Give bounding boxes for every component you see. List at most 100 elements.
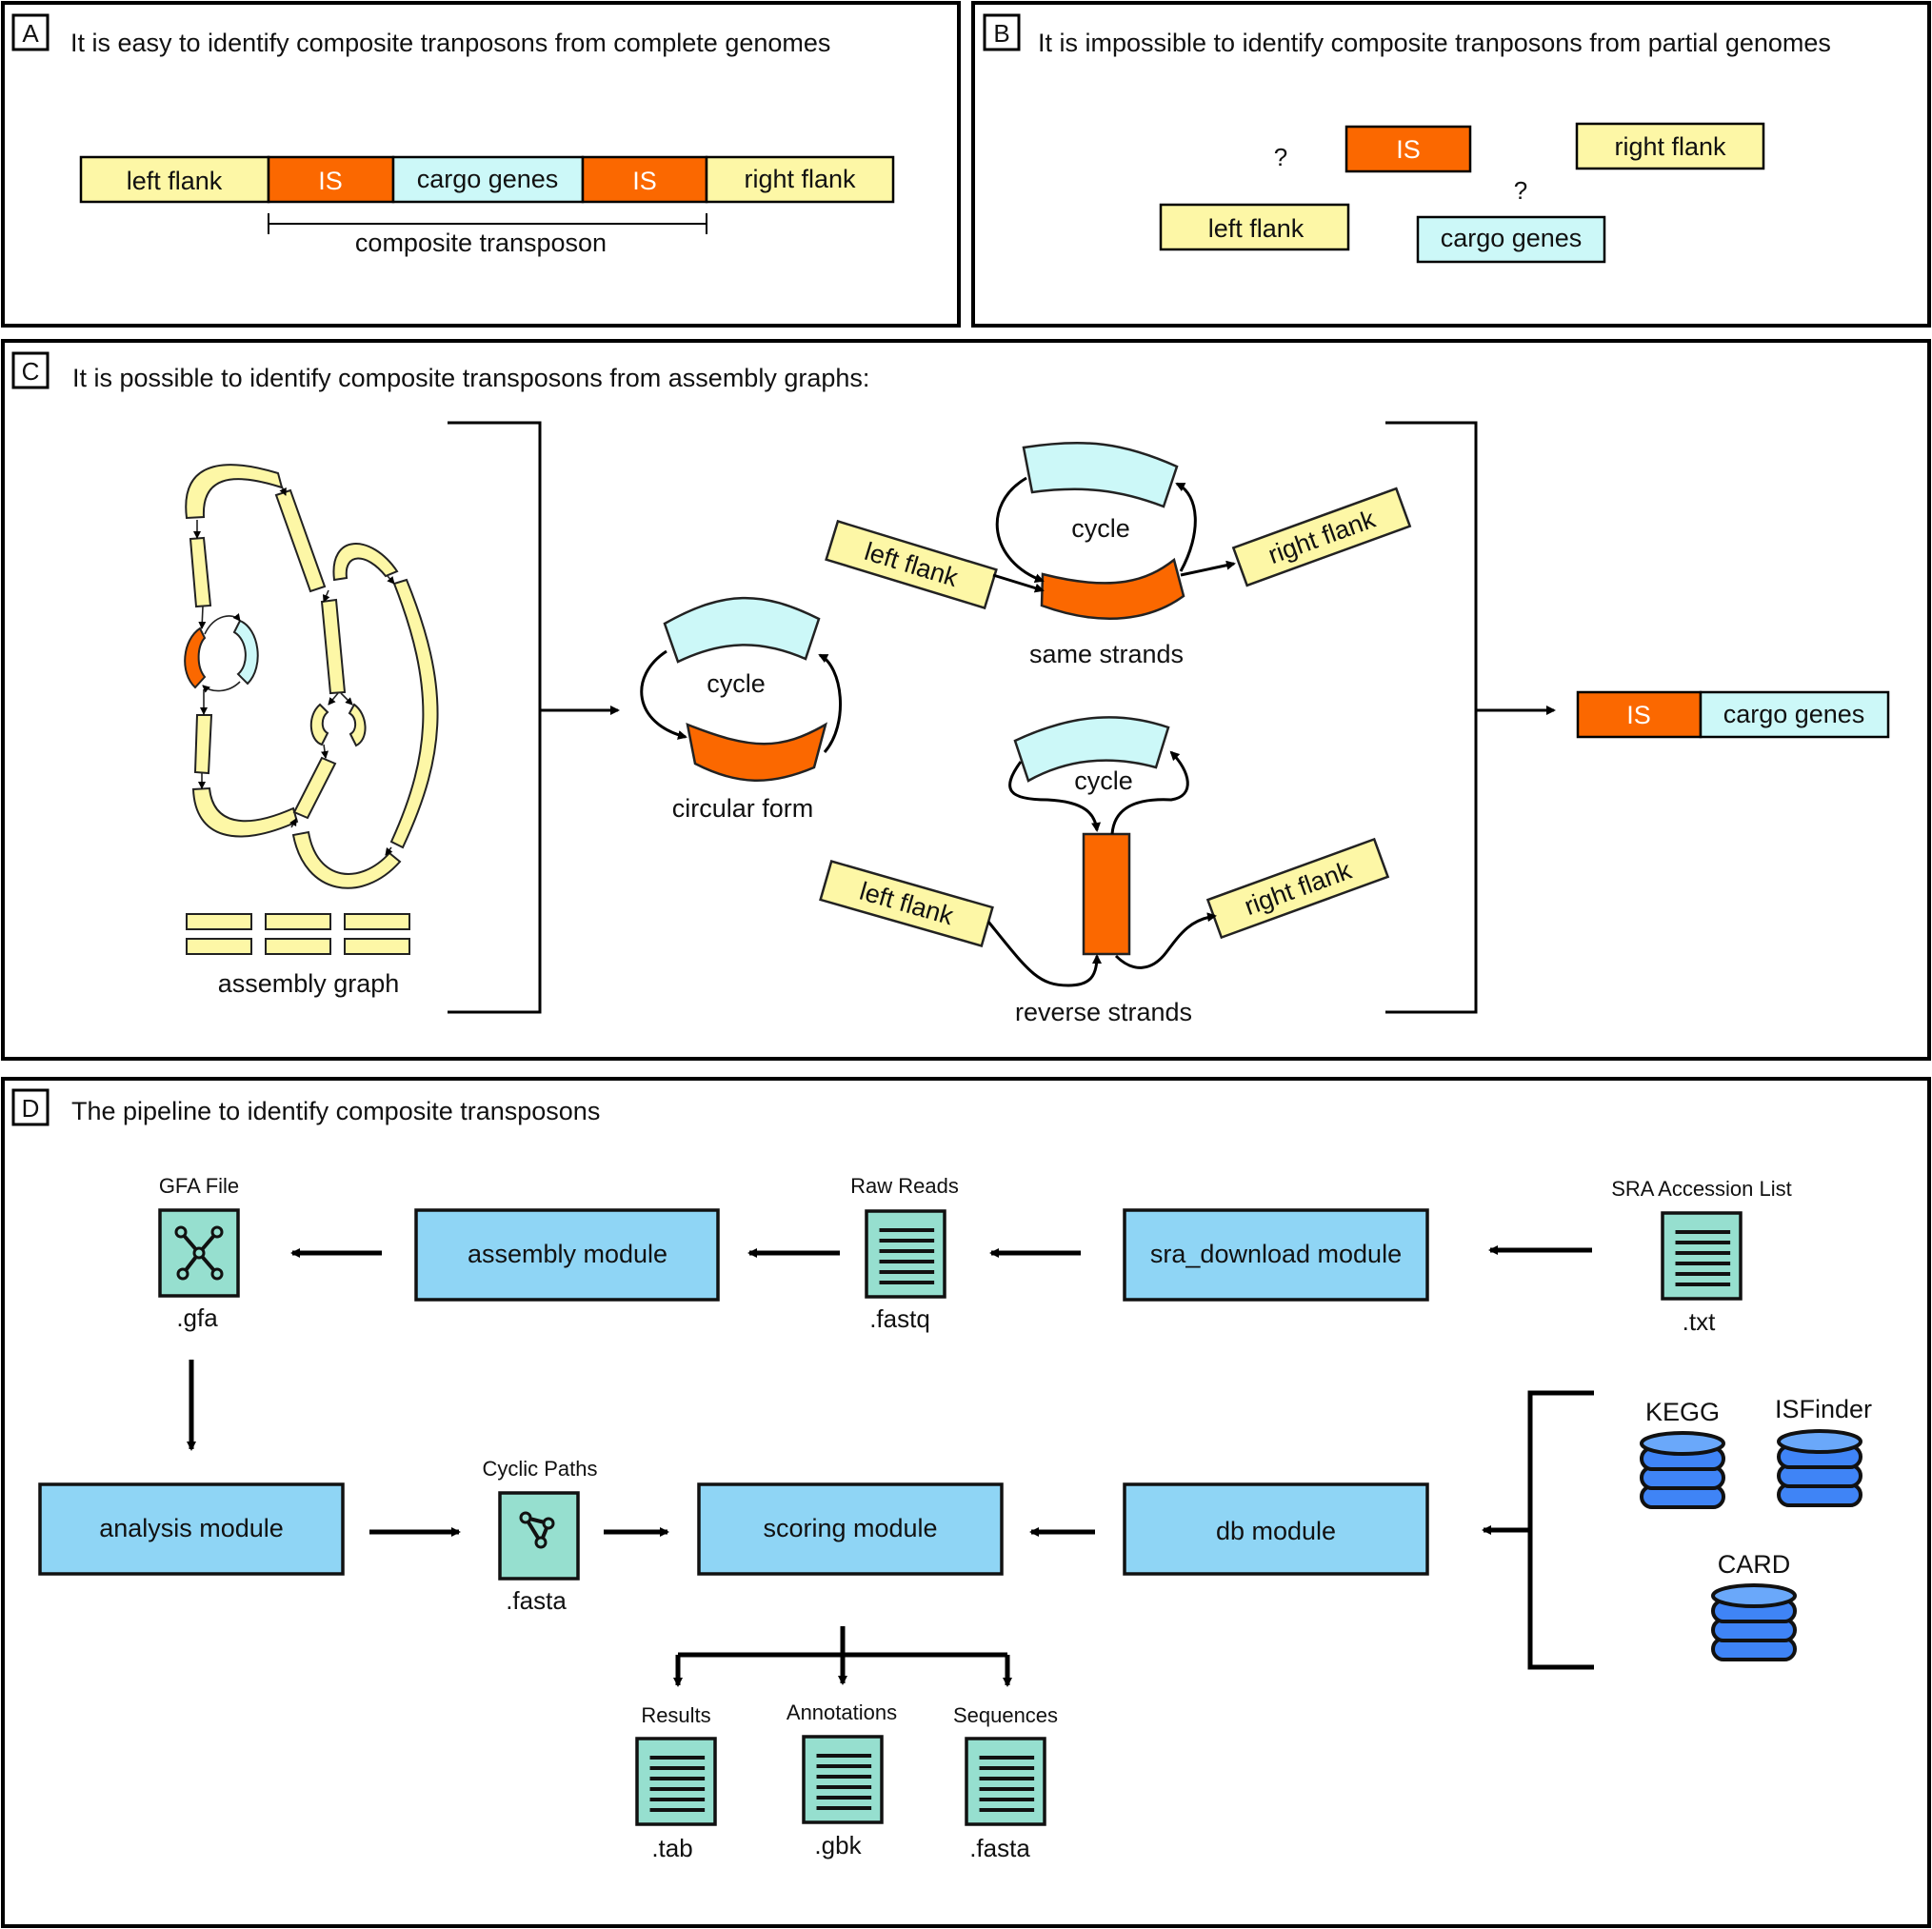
assembly-graph-label: assembly graph [218, 969, 400, 998]
a-left-flank-label: left flank [127, 167, 223, 195]
panel-c: C It is possible to identify composite t… [1, 339, 1931, 1061]
b-right-flank-box [1575, 122, 1765, 170]
cyclic-paths-file-icon [498, 1491, 580, 1581]
c-left-bracket [448, 421, 542, 1014]
b-left-flank-box [1159, 203, 1350, 251]
panel-b-frame [971, 1, 1931, 328]
panel-a-title: It is easy to identify composite tranpos… [70, 29, 830, 57]
panel-a-letter-box [11, 13, 50, 51]
reverse-strands-drawing [819, 716, 1390, 987]
b-question-1: ? [1274, 143, 1287, 171]
b-cargo-box [1416, 215, 1606, 264]
a-right-flank-label: right flank [744, 165, 856, 193]
sequences-ext: .fasta [969, 1834, 1030, 1862]
raw-reads-file-icon [865, 1209, 946, 1299]
c-result-cargo-box [1699, 690, 1890, 739]
panel-b-title: It is impossible to identify composite t… [1038, 29, 1831, 57]
gfa-file-icon [158, 1208, 240, 1298]
scoring-module-box [697, 1482, 1004, 1576]
panel-a: A It is easy to identify composite tranp… [1, 1, 961, 328]
panel-b: B It is impossible to identify composite… [971, 1, 1931, 328]
card-label: CARD [1718, 1550, 1791, 1579]
same-right-flank-label: right flank [1265, 505, 1380, 569]
raw-reads-label: Raw Reads [850, 1174, 959, 1198]
b-left-flank-label: left flank [1208, 214, 1305, 243]
isfinder-label: ISFinder [1775, 1395, 1872, 1423]
db-bracket [1527, 1390, 1594, 1670]
panel-c-title: It is possible to identify composite tra… [72, 364, 869, 392]
b-right-flank-label: right flank [1614, 132, 1726, 161]
results-file-icon [635, 1737, 717, 1826]
rev-cycle-label: cycle [1074, 766, 1133, 795]
results-ext: .tab [651, 1834, 692, 1862]
c-result-is-label: IS [1626, 701, 1651, 729]
circular-form-label: circular form [672, 794, 814, 823]
assembly-graph-edges [193, 486, 395, 856]
a-is2-label: IS [632, 167, 657, 195]
sra-list-file-icon [1661, 1211, 1743, 1301]
c-result-cargo-label: cargo genes [1723, 700, 1865, 728]
db-module-box [1123, 1482, 1429, 1576]
sra-download-module-label: sra_download module [1150, 1240, 1402, 1268]
a-composite-bracket [268, 213, 707, 234]
assembly-graph-drawing [184, 464, 439, 889]
b-cargo-label: cargo genes [1441, 224, 1583, 252]
kegg-database-icon [1640, 1431, 1725, 1509]
a-left-flank-box [79, 155, 270, 204]
assembly-module-label: assembly module [468, 1240, 667, 1268]
cyclic-paths-ext: .fasta [506, 1586, 567, 1615]
b-question-2: ? [1514, 176, 1527, 205]
same-cycle-label: cycle [1071, 514, 1130, 543]
panel-d-letter-box [11, 1088, 50, 1126]
a-is2-box [581, 155, 708, 204]
c-result-is-box [1576, 690, 1703, 739]
sra-download-module-box [1123, 1208, 1429, 1302]
circular-form-drawing [640, 596, 842, 782]
c-right-bracket [1385, 421, 1478, 1014]
assembly-module-box [414, 1208, 720, 1302]
rev-right-flank-label: right flank [1241, 856, 1356, 921]
a-is1-label: IS [318, 167, 343, 195]
fastq-ext: .fastq [869, 1304, 930, 1333]
panel-d: D The pipeline to identify composite tra… [1, 1077, 1931, 1928]
db-module-label: db module [1216, 1517, 1336, 1545]
same-strands-drawing [825, 441, 1412, 620]
b-is-label: IS [1396, 135, 1421, 164]
a-cargo-label: cargo genes [417, 165, 559, 193]
circular-cycle-label: cycle [707, 669, 766, 698]
kegg-label: KEGG [1645, 1398, 1720, 1426]
same-strands-label: same strands [1029, 640, 1184, 668]
panel-a-letter: A [22, 19, 39, 48]
results-label: Results [641, 1703, 710, 1727]
sequences-label: Sequences [953, 1703, 1058, 1727]
gfa-ext: .gfa [176, 1303, 218, 1332]
b-is-box [1344, 125, 1472, 173]
isfinder-database-icon [1777, 1429, 1862, 1507]
reverse-strands-label: reverse strands [1015, 998, 1192, 1026]
analysis-module-label: analysis module [99, 1514, 284, 1542]
panel-d-title: The pipeline to identify composite trans… [71, 1097, 600, 1125]
gfa-file-label: GFA File [159, 1174, 239, 1198]
panel-c-letter-box [11, 351, 50, 389]
annotations-ext: .gbk [814, 1831, 862, 1859]
panel-d-letter: D [22, 1094, 40, 1123]
analysis-module-box [38, 1482, 345, 1576]
panel-c-frame [1, 339, 1931, 1061]
panel-d-frame [1, 1077, 1931, 1928]
assembly-graph-reads [186, 913, 410, 955]
txt-ext: .txt [1683, 1307, 1716, 1336]
scoring-output-branches [673, 1626, 1012, 1687]
annotations-file-icon [802, 1735, 884, 1824]
cyclic-paths-label: Cyclic Paths [482, 1457, 597, 1481]
sequences-file-icon [965, 1737, 1046, 1826]
panel-c-letter: C [22, 357, 40, 386]
card-database-icon [1711, 1583, 1797, 1661]
panel-b-letter: B [993, 19, 1009, 48]
annotations-label: Annotations [787, 1700, 897, 1724]
sra-list-label: SRA Accession List [1611, 1177, 1792, 1201]
panel-a-frame [1, 1, 961, 328]
panel-b-letter-box [983, 13, 1021, 51]
scoring-module-label: scoring module [763, 1514, 937, 1542]
a-cargo-box [391, 155, 585, 204]
